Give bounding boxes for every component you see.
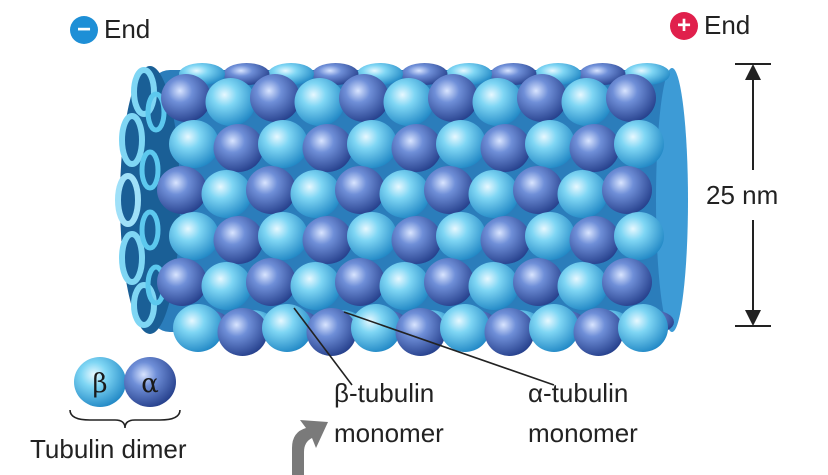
beta-tubulin-monomer bbox=[258, 120, 308, 168]
tubulin-lattice bbox=[157, 63, 674, 356]
beta-tubulin-monomer bbox=[294, 78, 345, 126]
beta-tubulin-monomer bbox=[383, 78, 434, 126]
alpha-tubulin-monomer bbox=[339, 74, 389, 122]
alpha-tubulin-monomer bbox=[302, 124, 353, 172]
alpha-tubulin-monomer bbox=[246, 258, 296, 306]
alpha-tubulin-monomer bbox=[213, 124, 264, 172]
alpha-tubulin-monomer bbox=[161, 74, 211, 122]
beta-tubulin-monomer bbox=[258, 212, 308, 260]
beta-tubulin-monomer bbox=[557, 262, 608, 310]
beta-tubulin-monomer bbox=[561, 78, 612, 126]
beta-tubulin-monomer bbox=[290, 170, 341, 218]
alpha-tubulin-monomer bbox=[480, 124, 531, 172]
beta-tubulin-monomer bbox=[525, 120, 575, 168]
beta-tubulin-monomer bbox=[614, 212, 664, 260]
dimer-brace bbox=[69, 409, 181, 429]
dimer-alpha-sphere bbox=[124, 357, 176, 407]
alpha-tubulin-monomer bbox=[217, 308, 268, 356]
alpha-tubulin-monomer bbox=[569, 216, 620, 264]
beta-tubulin-monomer bbox=[351, 304, 401, 352]
beta-tubulin-monomer bbox=[347, 212, 397, 260]
beta-tubulin-monomer bbox=[468, 170, 519, 218]
beta-tubulin-monomer bbox=[290, 262, 341, 310]
diameter-label: 25 nm bbox=[704, 180, 781, 211]
alpha-tubulin-monomer bbox=[517, 74, 567, 122]
alpha-tubulin-monomer bbox=[213, 216, 264, 264]
beta-tubulin-monomer bbox=[262, 304, 312, 352]
beta-tubulin-monomer bbox=[557, 170, 608, 218]
beta-tubulin-monomer bbox=[379, 170, 430, 218]
beta-tubulin-monomer bbox=[201, 170, 252, 218]
tubulin-dimer-illustration: β α bbox=[69, 357, 181, 429]
beta-tubulin-monomer bbox=[614, 120, 664, 168]
beta-tubulin-monomer bbox=[379, 262, 430, 310]
assembly-arrow-icon bbox=[292, 420, 328, 475]
alpha-tubulin-monomer bbox=[306, 308, 357, 356]
minus-end-icon: − bbox=[70, 16, 98, 44]
dimer-beta-letter: β bbox=[92, 369, 107, 399]
dimer-alpha-letter: α bbox=[141, 369, 159, 399]
plus-end-label: End bbox=[704, 10, 751, 40]
alpha-tubulin-label-line2: monomer bbox=[528, 418, 638, 448]
beta-tubulin-monomer bbox=[347, 120, 397, 168]
tubulin-dimer-caption: Tubulin dimer bbox=[30, 434, 187, 464]
beta-tubulin-monomer bbox=[440, 304, 490, 352]
beta-tubulin-monomer bbox=[201, 262, 252, 310]
alpha-tubulin-monomer bbox=[335, 166, 385, 214]
alpha-tubulin-monomer bbox=[391, 124, 442, 172]
beta-tubulin-monomer bbox=[529, 304, 579, 352]
beta-tubulin-monomer bbox=[525, 212, 575, 260]
alpha-tubulin-monomer bbox=[246, 166, 296, 214]
alpha-tubulin-monomer bbox=[428, 74, 478, 122]
alpha-tubulin-monomer bbox=[513, 258, 563, 306]
alpha-tubulin-monomer bbox=[391, 216, 442, 264]
diameter-scale bbox=[735, 63, 771, 327]
alpha-tubulin-monomer bbox=[157, 166, 207, 214]
beta-tubulin-label-line1: β-tubulin bbox=[334, 378, 435, 408]
alpha-tubulin-monomer bbox=[606, 74, 656, 122]
alpha-tubulin-monomer bbox=[157, 258, 207, 306]
beta-pointer-line bbox=[293, 307, 353, 386]
alpha-tubulin-monomer bbox=[424, 258, 474, 306]
beta-tubulin-monomer bbox=[173, 304, 223, 352]
alpha-tubulin-monomer bbox=[602, 258, 652, 306]
minus-end-label: End bbox=[104, 14, 151, 44]
alpha-tubulin-monomer bbox=[573, 308, 624, 356]
alpha-tubulin-monomer bbox=[424, 166, 474, 214]
alpha-tubulin-monomer bbox=[302, 216, 353, 264]
alpha-tubulin-monomer bbox=[513, 166, 563, 214]
beta-tubulin-monomer bbox=[436, 212, 486, 260]
beta-tubulin-monomer bbox=[169, 212, 219, 260]
plus-end-icon: + bbox=[670, 12, 698, 40]
alpha-pointer-line bbox=[343, 311, 555, 386]
beta-tubulin-monomer bbox=[169, 120, 219, 168]
beta-tubulin-monomer bbox=[468, 262, 519, 310]
alpha-tubulin-monomer bbox=[569, 124, 620, 172]
beta-tubulin-monomer bbox=[472, 78, 523, 126]
beta-tubulin-monomer bbox=[618, 304, 668, 352]
beta-tubulin-label-line2: monomer bbox=[334, 418, 444, 448]
alpha-tubulin-monomer bbox=[395, 308, 446, 356]
dimer-beta-sphere bbox=[74, 357, 126, 407]
alpha-tubulin-monomer bbox=[250, 74, 300, 122]
beta-tubulin-monomer bbox=[205, 78, 256, 126]
alpha-tubulin-monomer bbox=[480, 216, 531, 264]
alpha-tubulin-label-line1: α-tubulin bbox=[528, 378, 629, 408]
alpha-tubulin-monomer bbox=[335, 258, 385, 306]
beta-tubulin-monomer bbox=[436, 120, 486, 168]
alpha-tubulin-monomer bbox=[484, 308, 535, 356]
alpha-tubulin-monomer bbox=[602, 166, 652, 214]
plus-end-cap bbox=[656, 68, 688, 332]
